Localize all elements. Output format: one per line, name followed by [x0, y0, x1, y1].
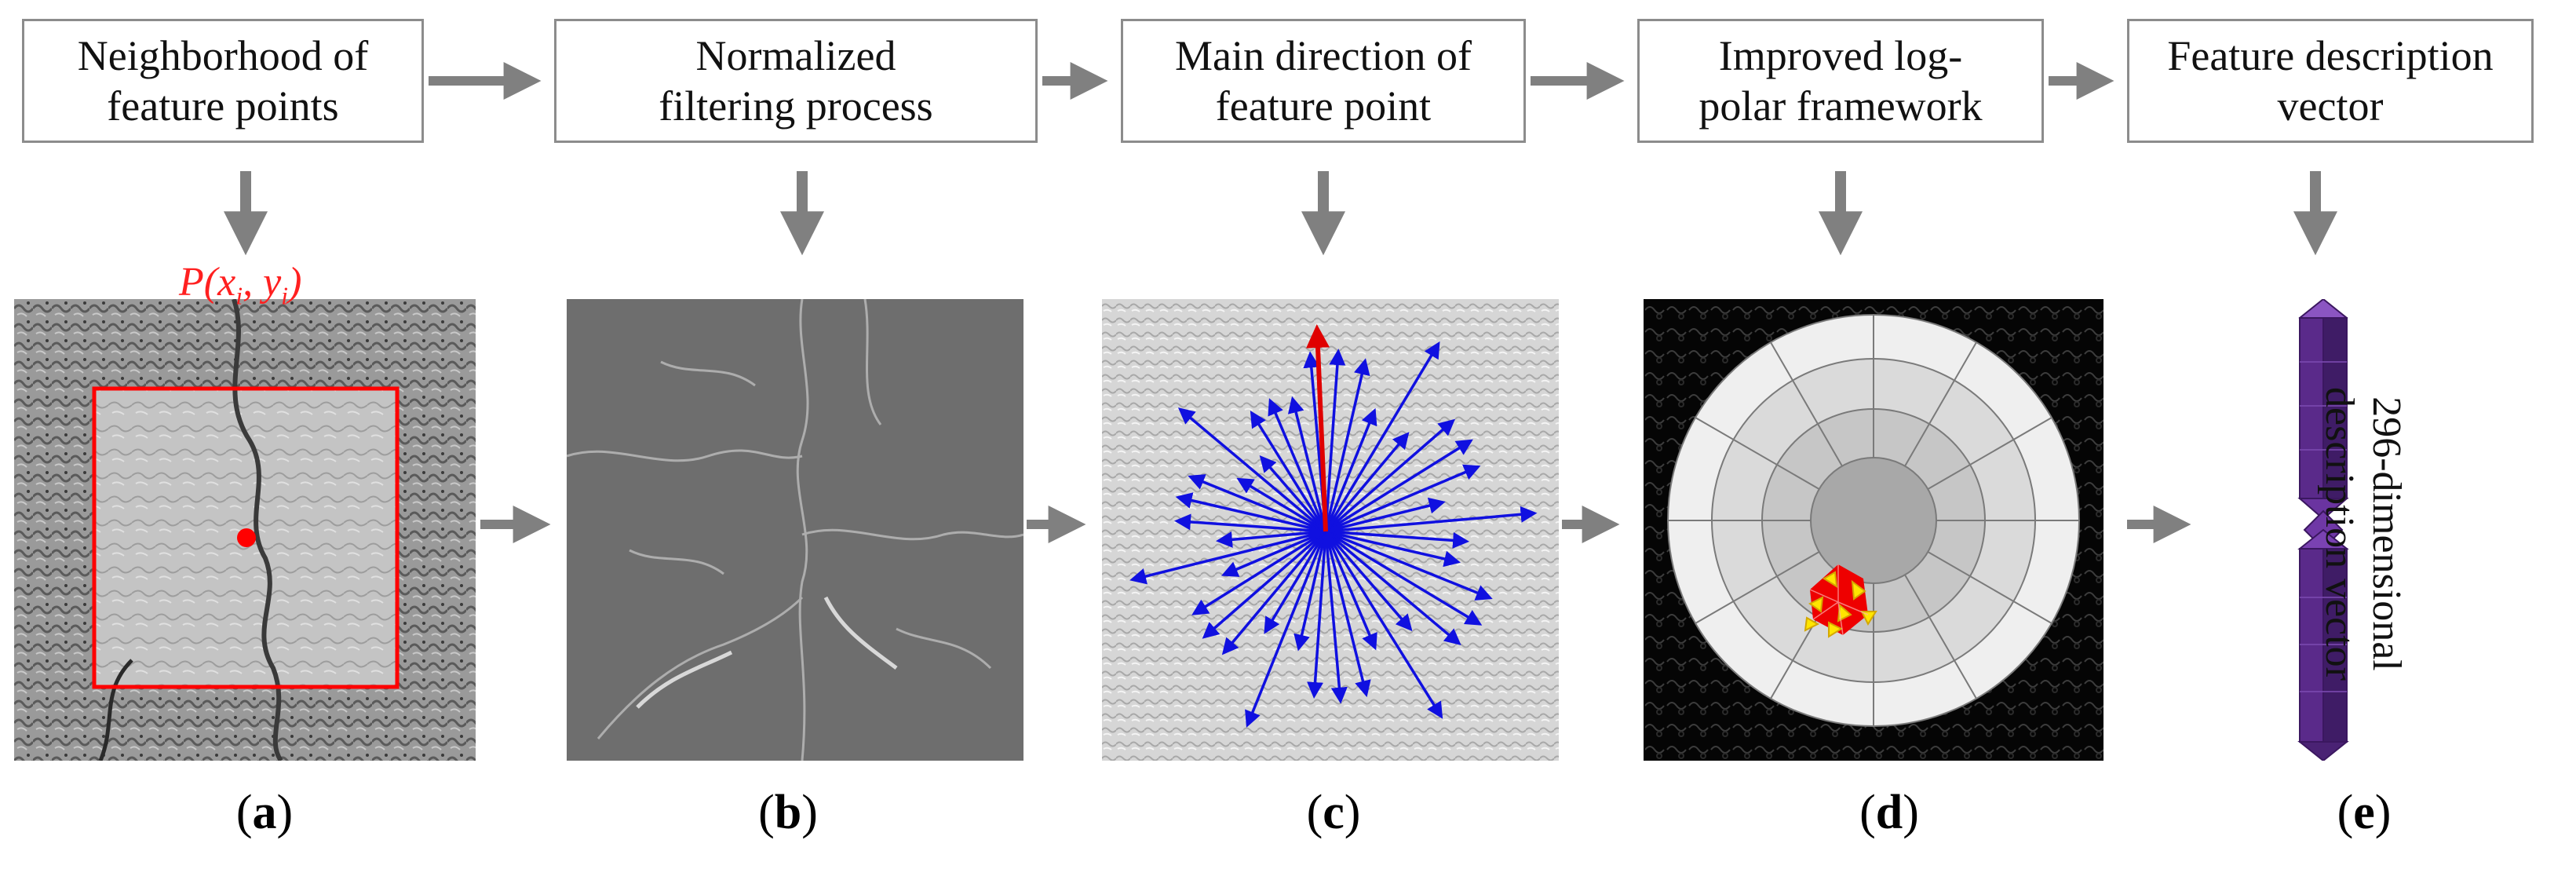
direction-vector [1324, 349, 1346, 532]
direction-vector [1324, 358, 1370, 532]
stage-box-filtering: Normalized filtering process [554, 19, 1038, 143]
direction-vector [1325, 530, 1461, 568]
stage-text-line: filtering process [659, 82, 933, 130]
direction-vector [1191, 530, 1326, 615]
direction-vector [1325, 506, 1538, 533]
direction-vector [1324, 530, 1461, 645]
direction-vector [1268, 398, 1327, 532]
stage-box-main-direction: Main direction of feature point [1121, 19, 1526, 143]
panel-b-image [567, 299, 1028, 761]
direction-vector [1129, 530, 1326, 585]
direction-vector [1245, 531, 1327, 728]
panel-label-a: (a) [235, 786, 294, 839]
polar-sector-line [1904, 341, 1977, 467]
panel-e-image [2276, 299, 2370, 761]
direction-vector [1325, 530, 1493, 601]
stage-text-line: Feature description [2167, 32, 2494, 79]
direction-vector [1325, 530, 1483, 626]
panel-c-image [1102, 299, 1563, 761]
stage-box-log-polar: Improved log- polar framework [1637, 19, 2044, 143]
direction-vector [1324, 531, 1371, 698]
polar-ring [1810, 457, 1937, 584]
direction-vector [1175, 492, 1326, 533]
direction-vector [1202, 530, 1327, 639]
stage-text-line: feature points [107, 82, 339, 130]
stage-box-description-vector: Feature description vector [2127, 19, 2534, 143]
panel-label-e: (e) [2337, 786, 2392, 839]
direction-vector [1325, 439, 1473, 533]
sample-region-marker [1804, 564, 1877, 638]
feature-point [237, 528, 256, 547]
direction-vector [1324, 531, 1443, 719]
stage-text-line: Neighborhood of [77, 32, 369, 79]
direction-vector [1324, 341, 1440, 532]
polar-sector-line [1770, 341, 1843, 467]
polar-sector-line [1695, 551, 1820, 624]
panel-label-d: (d) [1859, 786, 1919, 839]
direction-vector [1307, 531, 1327, 699]
polar-sector-line [1904, 574, 1977, 699]
stage-text-line: Improved log- [1718, 32, 1963, 79]
panel-d-image [1644, 299, 2105, 761]
stage-text-line: polar framework [1698, 82, 1983, 130]
descriptor-vector-icon [2297, 299, 2349, 761]
stage-box-neighborhood: Neighborhood of feature points [22, 19, 424, 143]
stage-text-line: Normalized [695, 32, 896, 79]
direction-vector [1324, 531, 1377, 651]
main-direction-arrow [1306, 324, 1330, 532]
direction-vector [1324, 530, 1413, 632]
direction-vector [1174, 513, 1326, 533]
vector-dimension-label: 296-dimensional description vector [2317, 387, 2409, 681]
stage-text-line: vector [2277, 82, 2384, 130]
direction-vector [1264, 531, 1327, 634]
direction-vector [1324, 432, 1410, 533]
polar-sector-line [1927, 551, 2052, 624]
direction-vector [1325, 464, 1481, 533]
stage-text-line: Main direction of [1175, 32, 1472, 79]
direction-vector [1293, 531, 1327, 652]
direction-vectors [1129, 341, 1538, 728]
log-polar-grid [1667, 314, 2080, 727]
direction-vector [1177, 407, 1327, 533]
neighborhood-window [92, 386, 400, 689]
direction-vector [1287, 396, 1327, 532]
direction-vector [1250, 411, 1327, 532]
direction-vector [1325, 530, 1470, 549]
panel-label-b: (b) [758, 786, 818, 839]
direction-vector [1259, 455, 1327, 533]
direction-vector [1221, 530, 1327, 655]
direction-vector [1325, 497, 1446, 533]
direction-vector [1236, 477, 1326, 533]
direction-vector [1216, 530, 1326, 548]
stage-text-line: feature point [1215, 82, 1432, 130]
panel-a-image [14, 299, 476, 761]
panel-label-c: (c) [1306, 786, 1361, 839]
direction-vector [1324, 407, 1377, 532]
feature-point-label: P(xi, yi) [179, 260, 302, 310]
polar-sector-line [1695, 417, 1820, 490]
direction-vector [1324, 418, 1455, 533]
direction-vector [1188, 474, 1326, 533]
polar-sector-line [1927, 417, 2052, 490]
direction-vector [1220, 530, 1326, 577]
direction-vector [1324, 531, 1348, 704]
